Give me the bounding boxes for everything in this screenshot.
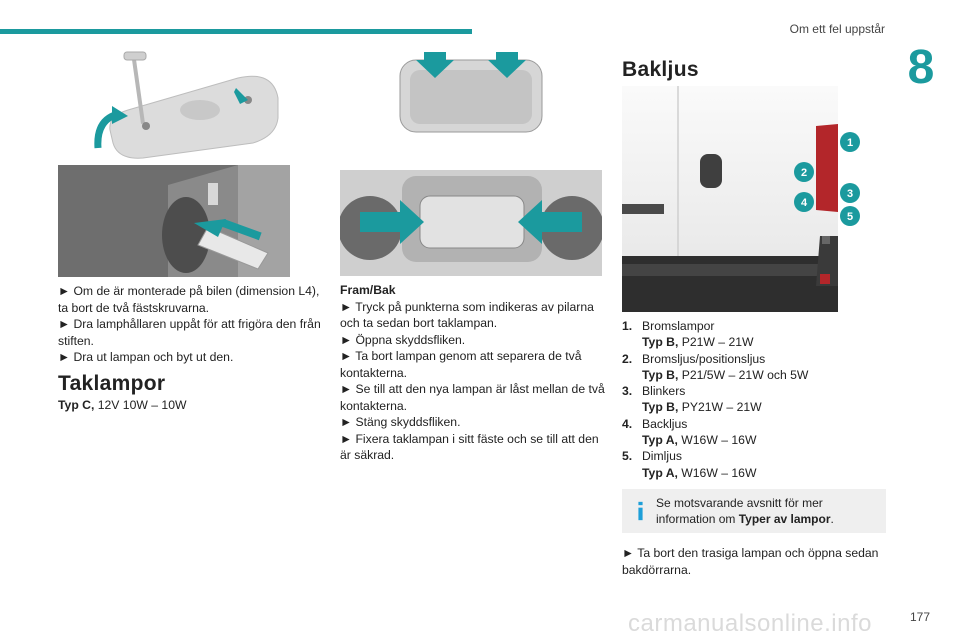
- instruction: ► Se till att den nya lampan är låst mel…: [340, 382, 605, 413]
- col2-instructions: Fram/Bak ► Tryck på punkterna som indike…: [340, 282, 606, 464]
- item-name: Backljus: [642, 416, 688, 431]
- note-end: .: [830, 512, 834, 526]
- item-spec: W16W – 16W: [677, 433, 757, 448]
- lamp-list: 1. Bromslampor Typ B, P21W – 21W 2. Bromsl…: [622, 318, 882, 481]
- item-number: 1.: [622, 319, 633, 333]
- item-type: Typ B,: [642, 335, 679, 350]
- item-spec: W16W – 16W: [677, 465, 757, 480]
- watermark: carmanualsonline.info: [628, 610, 872, 637]
- item-number: 3.: [622, 384, 633, 399]
- subheading-fram-bak: Fram/Bak: [340, 283, 396, 297]
- list-item: 5. Dimljus Typ A, W16W – 16W: [622, 448, 882, 481]
- chapter-color-bar: [0, 29, 472, 34]
- instruction: ► Dra lamphållaren uppåt för att frigöra…: [58, 317, 321, 348]
- callout-label: 5: [847, 211, 853, 223]
- callout-label: 4: [801, 197, 808, 209]
- list-item: 3. Blinkers Typ B, PY21W – 21W: [622, 383, 882, 416]
- item-spec: P21W – 21W: [678, 335, 754, 350]
- item-name: Blinkers: [642, 384, 686, 399]
- instruction: ► Ta bort lampan genom att separera de t…: [340, 349, 582, 380]
- chapter-title: Om ett fel uppstår: [789, 22, 885, 36]
- list-item: 1. Bromslampor Typ B, P21W – 21W: [622, 318, 882, 351]
- info-note: Se motsvarande avsnitt för mer informati…: [622, 489, 886, 533]
- instruction: ► Dra ut lampan och byt ut den.: [58, 350, 234, 364]
- page-number: 177: [909, 610, 930, 624]
- item-spec: P21/5W – 21W och 5W: [678, 367, 809, 382]
- spec-type: Typ C,: [58, 398, 95, 412]
- instruction: ► Fixera taklampan i sitt fäste och se t…: [340, 431, 599, 463]
- col1-instructions: ► Om de är monterade på bilen (dimension…: [58, 283, 322, 366]
- callout-4: [794, 192, 814, 212]
- item-type: Typ B,: [642, 367, 679, 382]
- item-type: Typ A,: [642, 433, 678, 448]
- lamp-removal-illustration: [58, 165, 290, 277]
- instruction: ► Öppna skyddsfliken.: [340, 332, 466, 347]
- note-link-text: Typer av lampor: [738, 512, 831, 526]
- instruction: ► Om de är monterade på bilen (dimension…: [58, 284, 320, 315]
- callout-3: [840, 183, 860, 203]
- callout-1: [840, 132, 860, 152]
- instruction: ► Stäng skyddsfliken.: [340, 415, 461, 429]
- info-icon: [638, 501, 643, 521]
- final-instruction: ► Ta bort den trasiga lampan och öppna s…: [622, 546, 879, 577]
- item-number: 5.: [622, 449, 633, 464]
- lamp-holder-screws-illustration: [88, 48, 283, 160]
- callout-5: [840, 206, 860, 226]
- item-type: Typ B,: [642, 400, 679, 415]
- ceiling-lamp-press-points-illustration: [396, 50, 546, 135]
- callout-label: 1: [847, 137, 853, 149]
- item-name: Dimljus: [642, 449, 682, 464]
- instruction: ► Tryck på punkterna som indikeras av pi…: [340, 299, 594, 331]
- ceiling-lamp-spec: Typ C, 12V 10W – 10W: [58, 398, 186, 412]
- callout-label: 2: [801, 167, 807, 179]
- lamp-contacts-illustration: [340, 170, 602, 276]
- info-note-text: Se motsvarande avsnitt för mer informati…: [656, 495, 876, 527]
- item-spec: PY21W – 21W: [678, 400, 762, 415]
- callout-label: 3: [847, 188, 853, 200]
- note-text: Se motsvarande avsnitt för mer informati…: [656, 496, 823, 526]
- spec-value: 12V 10W – 10W: [94, 398, 187, 412]
- item-number: 4.: [622, 416, 633, 431]
- item-type: Typ A,: [642, 465, 678, 480]
- item-name: Bromsljus/positionsljus: [642, 351, 766, 366]
- list-item: 2. Bromsljus/positionsljus Typ B, P21/5W …: [622, 351, 882, 384]
- item-number: 2.: [622, 351, 633, 366]
- callouts: 1 2 3 4 5: [794, 132, 860, 226]
- section-title-taklampor: Taklampor: [58, 372, 166, 395]
- item-name: Bromslampor: [642, 319, 715, 333]
- list-item: 4. Backljus Typ A, W16W – 16W: [622, 416, 882, 449]
- section-title-bakljus: Bakljus: [622, 58, 699, 81]
- chapter-number: 8: [907, 41, 935, 94]
- callout-2: [794, 162, 814, 182]
